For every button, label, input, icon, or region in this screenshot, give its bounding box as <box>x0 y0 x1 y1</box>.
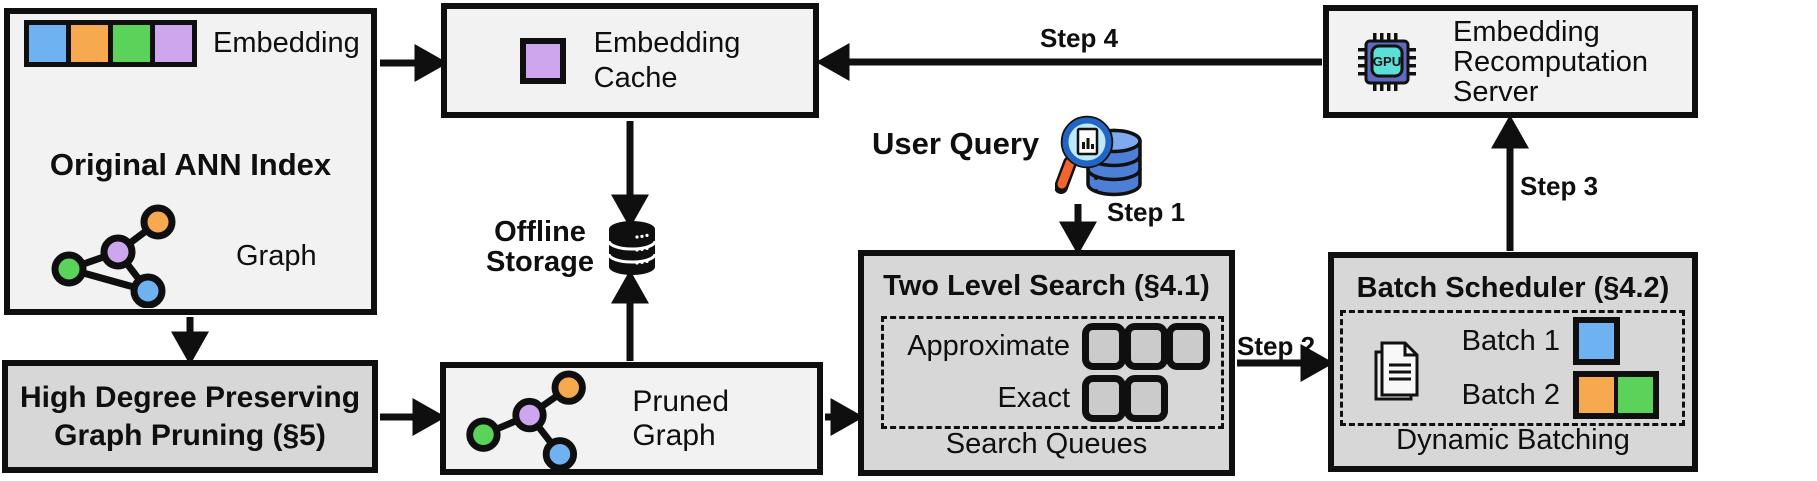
embedding-vector-icon <box>24 20 197 67</box>
dynamic-batching-caption: Dynamic Batching <box>1396 424 1630 456</box>
arrow-step1 <box>1059 204 1097 256</box>
step1-label: Step 1 <box>1107 197 1186 227</box>
step4-label: Step 4 <box>1040 23 1119 53</box>
batch1-squares <box>1573 317 1620 365</box>
pruned-graph-icon <box>466 369 586 470</box>
search-queues-caption: Search Queues <box>945 428 1148 460</box>
approximate-queue-row: Approximate <box>892 323 1213 371</box>
batch2-row: Batch 2 <box>1455 371 1659 419</box>
batch2-squares <box>1573 371 1659 419</box>
batch1-row: Batch 1 <box>1455 317 1620 365</box>
dynamic-batching-panel: Batch 1 Batch 2 <box>1340 310 1685 426</box>
batch-sq <box>1579 377 1614 413</box>
recomputation-server-label: Embedding Recomputation Server <box>1453 15 1649 108</box>
embedding-cache-box: Embedding Cache <box>441 3 819 118</box>
exact-queue-slots <box>1082 374 1168 422</box>
batch-scheduler-title: Batch Scheduler (§4.2) <box>1356 272 1670 304</box>
exact-label: Exact <box>997 381 1070 414</box>
batch-scheduler-box: Batch Scheduler (§4.2) Batch 1 Batch 2 D… <box>1328 252 1698 472</box>
search-queues-panel: Approximate Exact <box>881 316 1224 429</box>
recomputation-server-box: GPU Embedding Recomputation Server <box>1323 5 1698 118</box>
emb-sq <box>29 25 66 62</box>
two-level-search-title: Two Level Search (§4.1) <box>883 270 1210 302</box>
batch-sq <box>1579 323 1614 359</box>
documents-icon <box>1374 341 1419 401</box>
magnifier-icon <box>1055 115 1114 194</box>
arrow-ann-to-pruning <box>171 317 209 366</box>
exact-queue-row: Exact <box>892 374 1213 422</box>
gpu-text: GPU <box>1373 54 1401 69</box>
step2-label: Step 2 <box>1237 331 1316 361</box>
embedding-label: Embedding <box>213 27 360 59</box>
queue-slot <box>1082 374 1126 422</box>
arrow-pruned-to-storage <box>611 269 649 361</box>
user-query-label: User Query <box>872 126 1040 161</box>
batch1-label: Batch 1 <box>1461 324 1560 357</box>
database-icon <box>607 221 657 275</box>
graph-label: Graph <box>236 240 317 272</box>
batch2-label: Batch 2 <box>1461 378 1560 411</box>
batch-sq <box>1618 377 1653 413</box>
offline-storage-label: Offline Storage <box>486 216 594 278</box>
queue-slot <box>1124 323 1168 371</box>
user-query-icon <box>1055 115 1142 197</box>
step3-label: Step 3 <box>1520 171 1599 201</box>
queue-slot <box>1124 374 1168 422</box>
emb-sq <box>113 25 150 62</box>
approximate-queue-slots <box>1082 323 1210 371</box>
cached-embedding-icon <box>519 37 566 84</box>
queue-slot <box>1166 323 1210 371</box>
pruned-graph-box: Pruned Graph <box>440 362 823 475</box>
gpu-icon: GPU <box>1358 32 1416 91</box>
original-ann-index-box: Embedding Original ANN Index Graph <box>4 8 377 315</box>
two-level-search-box: Two Level Search (§4.1) Approximate Exac… <box>858 250 1235 476</box>
queue-slot <box>1082 323 1126 371</box>
embedding-cache-label: Embedding Cache <box>593 26 741 94</box>
original-ann-index-title: Original ANN Index <box>49 147 332 182</box>
pruned-graph-label: Pruned Graph <box>632 384 730 452</box>
approximate-label: Approximate <box>907 330 1070 363</box>
emb-sq <box>71 25 108 62</box>
graph-pruning-box: High Degree Preserving Graph Pruning (§5… <box>2 360 378 473</box>
arrow-ann-to-cache <box>380 44 449 82</box>
graph-icon <box>51 204 176 308</box>
arrow-pruning-to-pruned-graph <box>380 398 447 436</box>
arrow-cache-to-storage <box>611 121 649 229</box>
arrow-pruned-graph-to-search <box>825 398 865 436</box>
emb-sq <box>155 25 192 62</box>
